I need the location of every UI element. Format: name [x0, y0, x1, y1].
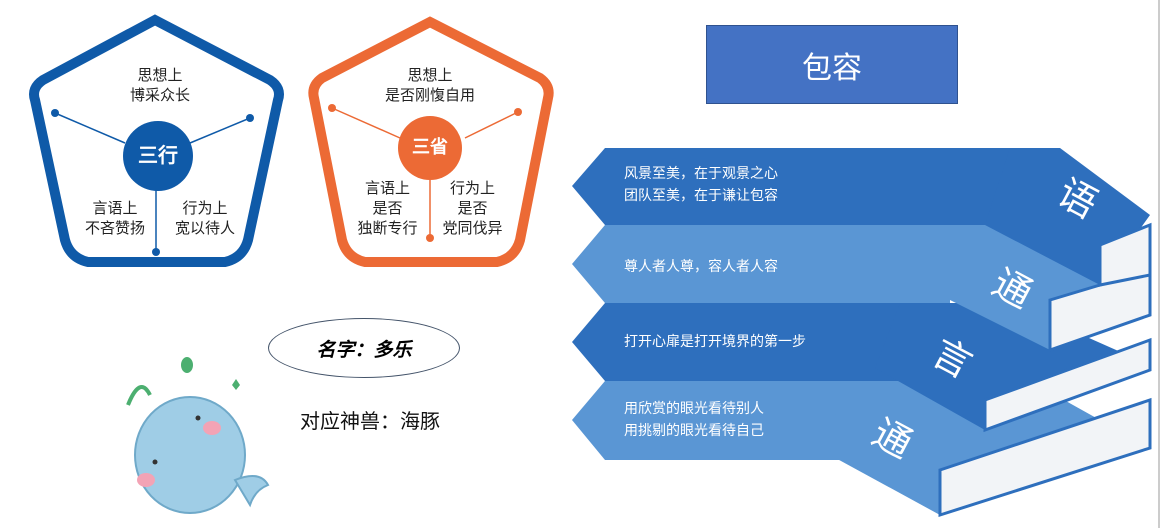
left-center-label: 三行 — [138, 143, 178, 167]
right-bottom-right-text: 行为上是否党同伐异 — [442, 179, 503, 237]
blue-pentagon — [29, 14, 284, 267]
right-center-label: 三省 — [412, 137, 448, 158]
band-text-4: 用欣赏的眼光看待别人用挑剔的眼光看待自己 — [624, 401, 764, 439]
window-edge — [1158, 0, 1160, 528]
left-bottom-right-text: 行为上宽以待人 — [174, 199, 235, 237]
band-text-1: 风景至美，在于观景之心团队至美，在于谦让包容 — [624, 166, 778, 204]
title-box: 包容 — [706, 25, 958, 104]
band-text-3: 打开心扉是打开境界的第一步 — [624, 334, 806, 350]
orange-pentagon — [308, 16, 554, 267]
left-bottom-left-text: 言语上不吝赞扬 — [84, 199, 145, 237]
right-top-text: 思想上是否刚愎自用 — [384, 66, 475, 104]
band-text-2: 尊人者人尊，容人者人容 — [624, 259, 778, 275]
animal-label: 对应神兽：海豚 — [300, 409, 440, 433]
right-bottom-left-text: 言语上是否独断专行 — [357, 179, 418, 237]
name-ellipse: 名字：多乐 — [268, 318, 460, 378]
left-top-text: 思想上博采众长 — [129, 66, 190, 104]
book-stack — [830, 148, 1152, 518]
arrow-bands — [572, 148, 1010, 460]
dolphin-mascot — [126, 357, 270, 514]
